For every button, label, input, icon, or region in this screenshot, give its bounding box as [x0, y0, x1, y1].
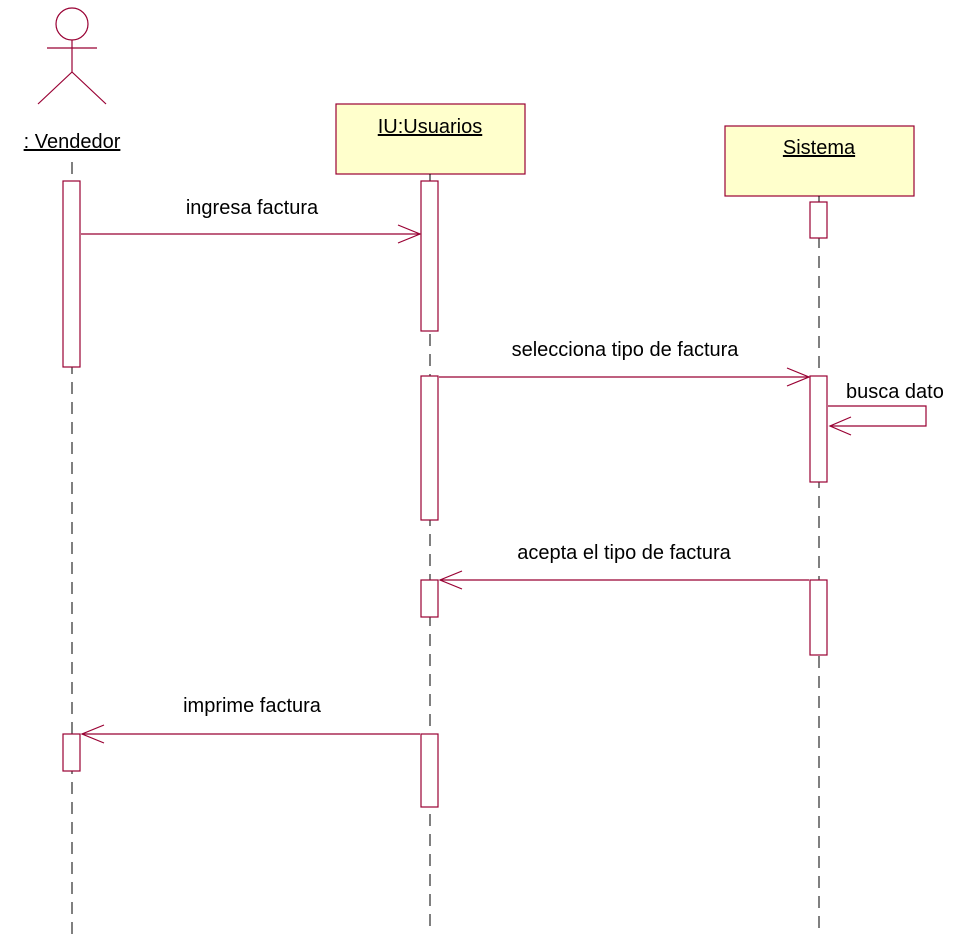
- arrowhead-icon: [828, 416, 852, 436]
- activation-sistema-2: [809, 375, 828, 483]
- message-label: busca dato: [846, 381, 944, 403]
- activation-iu-4: [420, 733, 439, 808]
- message-acepta-tipo: acepta el tipo de factura: [438, 542, 809, 590]
- activation-vendedor-2: [62, 733, 81, 772]
- actor-right-leg: [71, 71, 107, 105]
- message-busca-dato: busca dato: [828, 381, 944, 436]
- activation-vendedor-1: [62, 180, 81, 368]
- message-label: imprime factura: [183, 695, 322, 717]
- actor-vendedor: : Vendedor: [24, 7, 121, 153]
- message-label: ingresa factura: [186, 197, 319, 219]
- actor-label: : Vendedor: [24, 131, 121, 153]
- object-label-iu: IU:Usuarios: [378, 116, 482, 138]
- object-box-sistema: [724, 125, 915, 197]
- arrowhead-icon: [438, 570, 463, 590]
- object-iu-usuarios: IU:Usuarios: [335, 103, 526, 175]
- object-label-sistema: Sistema: [783, 137, 856, 159]
- message-label: acepta el tipo de factura: [517, 542, 731, 564]
- activation-sistema-3: [809, 579, 828, 656]
- activation-sistema-1: [809, 201, 828, 239]
- message-label: selecciona tipo de factura: [512, 339, 740, 361]
- arrowhead-icon: [397, 224, 422, 244]
- self-call-line: [828, 405, 927, 427]
- actor-left-leg: [37, 71, 73, 105]
- message-selecciona-tipo: selecciona tipo de factura: [439, 339, 811, 387]
- activation-iu-2: [420, 375, 439, 521]
- activation-iu-3: [420, 579, 439, 618]
- activation-iu-1: [420, 180, 439, 332]
- object-sistema: Sistema: [724, 125, 915, 197]
- arrowhead-icon: [80, 724, 105, 744]
- arrowhead-icon: [786, 367, 811, 387]
- message-ingresa-factura: ingresa factura: [81, 197, 422, 244]
- message-imprime-factura: imprime factura: [80, 695, 420, 744]
- actor-head: [55, 7, 89, 41]
- object-box-iu: [335, 103, 526, 175]
